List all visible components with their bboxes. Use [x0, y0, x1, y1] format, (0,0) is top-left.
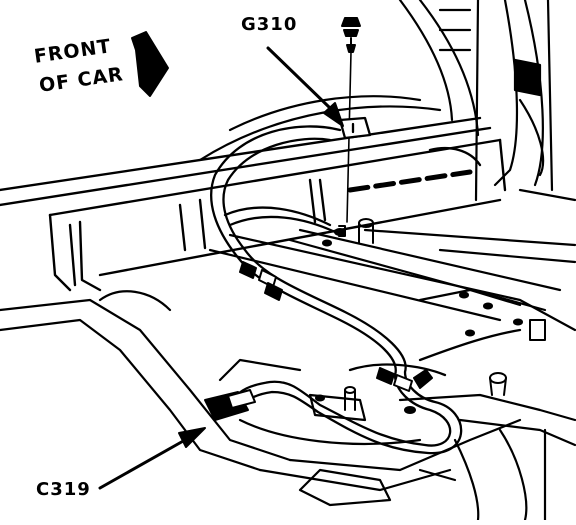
connector-c319-label: C319: [36, 479, 91, 500]
wiring-harness: [210, 116, 522, 455]
body-pillar: [398, 0, 554, 202]
floor-pan: [0, 188, 576, 522]
front-arrow-icon: [131, 31, 169, 97]
connector-c319-icon: [204, 389, 256, 421]
harness-splices: [239, 261, 433, 392]
callout-g310-leader: [266, 46, 344, 127]
sill-beam: [0, 116, 507, 292]
ground-g310-label: G310: [241, 14, 298, 35]
callout-c319-leader: [98, 427, 206, 490]
studs: [315, 218, 546, 414]
